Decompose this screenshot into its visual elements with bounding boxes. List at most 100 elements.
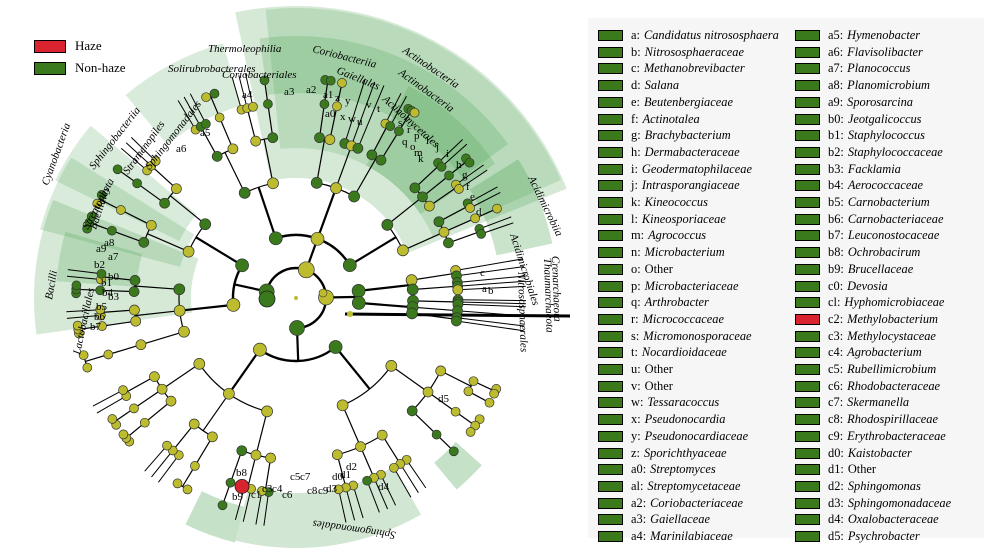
branch xyxy=(429,186,458,207)
branch xyxy=(183,96,202,127)
taxon-key-item: a6:Flavisolibacter xyxy=(795,43,923,62)
branch xyxy=(357,85,385,149)
taxon-key-code: b5: xyxy=(828,195,844,209)
taxon-node xyxy=(267,177,279,190)
branch xyxy=(411,410,438,436)
taxon-node xyxy=(250,449,262,461)
taxon-node xyxy=(261,405,273,418)
node-code: c6 xyxy=(282,489,293,501)
branch xyxy=(414,164,441,189)
taxon-key-swatch xyxy=(598,146,623,158)
node-code: h xyxy=(456,159,462,171)
taxon-node xyxy=(150,156,161,166)
taxon-key-name: Flavisolibacter xyxy=(847,44,923,59)
taxon-node xyxy=(476,229,487,239)
taxon-key-name: Tessaracoccus xyxy=(647,395,720,410)
node-code: c3 xyxy=(262,483,273,495)
taxon-key-code: d0: xyxy=(828,445,844,460)
branch xyxy=(479,216,512,230)
legend-nonhaze-label: Non-haze xyxy=(75,60,126,75)
taxon-key-swatch xyxy=(795,497,820,509)
taxon-node xyxy=(342,258,357,273)
taxon-node xyxy=(310,177,323,189)
taxon-key-name: Methylobacterium xyxy=(847,311,938,326)
taxon-key-item: c0:Devosia xyxy=(795,277,888,296)
taxon-node xyxy=(347,311,353,317)
taxon-key-name: Sphingomonadaceae xyxy=(847,495,952,510)
taxon-key-swatch xyxy=(795,130,820,142)
branch xyxy=(335,145,352,189)
taxon-key-item: v:Other xyxy=(598,377,673,396)
taxon-node xyxy=(465,203,475,213)
node-code: c5 xyxy=(290,471,301,483)
taxon-key-code: b7: xyxy=(828,228,844,243)
branch xyxy=(456,320,524,332)
taxon-node xyxy=(214,112,225,123)
taxon-node xyxy=(319,99,330,109)
node-code: b9 xyxy=(232,491,244,503)
taxon-key-code: o: xyxy=(631,261,641,276)
branch xyxy=(438,205,470,223)
taxon-node xyxy=(145,219,157,231)
taxon-node xyxy=(248,101,258,112)
taxon-key-name: Devosia xyxy=(847,278,888,293)
branch xyxy=(134,310,180,317)
taxon-node xyxy=(331,449,343,461)
branch xyxy=(457,285,526,291)
taxon-key-swatch xyxy=(795,464,820,476)
taxon-key-name: Other xyxy=(644,378,673,393)
taxon-node xyxy=(417,191,428,203)
branch xyxy=(443,217,476,233)
taxon-node xyxy=(257,486,267,496)
taxon-key-name: Brachybacterium xyxy=(644,128,731,143)
branch xyxy=(144,445,168,472)
taxon-node xyxy=(190,461,200,471)
cladogram: ThermoleophiliaSolirubrobacteralesCoriob… xyxy=(33,6,571,549)
taxon-key-swatch xyxy=(795,330,820,342)
taxon-key-code: s: xyxy=(631,328,640,343)
legend-haze-label: Haze xyxy=(75,38,102,53)
taxon-key-name: Kineosporiaceae xyxy=(641,211,726,226)
taxon-key-swatch xyxy=(598,447,623,459)
taxon-key-swatch xyxy=(795,531,820,542)
branch xyxy=(224,152,246,194)
taxon-key-item: s:Micromonosporaceae xyxy=(598,327,752,346)
taxon-node xyxy=(366,149,378,161)
taxon-key-code: a2: xyxy=(631,495,647,510)
taxon-key-name: Jeotgalicoccus xyxy=(847,111,922,126)
node-code: a xyxy=(482,283,487,295)
taxon-key-code: d1: xyxy=(828,462,844,477)
taxon-key-code: p: xyxy=(631,278,641,293)
taxon-key-item: a8:Planomicrobium xyxy=(795,76,930,95)
taxon-node xyxy=(107,225,117,236)
node-code: m xyxy=(414,147,423,159)
taxon-node xyxy=(310,231,325,246)
branch xyxy=(386,196,423,226)
branch xyxy=(358,283,413,292)
taxon-key-name: Pseudonocardiaceae xyxy=(644,428,749,443)
taxon-key-code: l: xyxy=(631,211,638,226)
taxon-key-item: g:Brachybacterium xyxy=(598,126,731,145)
taxon-key-code: d: xyxy=(631,78,641,93)
branch xyxy=(189,93,207,125)
taxon-key-name: Methanobrevibacter xyxy=(643,61,745,76)
haze-node xyxy=(234,478,250,494)
taxon-key-item: a7:Planococcus xyxy=(795,59,910,78)
taxon-node xyxy=(172,478,183,489)
taxon-key-name: Aerococcaceae xyxy=(847,178,924,193)
taxon-node xyxy=(265,452,276,464)
taxon-node xyxy=(433,216,445,228)
taxon-key-name: Other xyxy=(847,462,877,477)
branch xyxy=(380,474,397,506)
branch xyxy=(336,454,347,488)
branch xyxy=(231,76,242,110)
taxon-node xyxy=(289,320,305,336)
taxon-node xyxy=(188,418,200,430)
taxon-key-code: h: xyxy=(631,144,641,159)
branch xyxy=(247,454,257,489)
taxon-key-name: Beutenbergiaceae xyxy=(643,94,733,109)
branch xyxy=(130,137,157,162)
taxon-key-code: c9: xyxy=(828,428,844,443)
taxon-key-code: r: xyxy=(631,311,639,326)
taxon-key-item: d:Salana xyxy=(598,76,679,95)
